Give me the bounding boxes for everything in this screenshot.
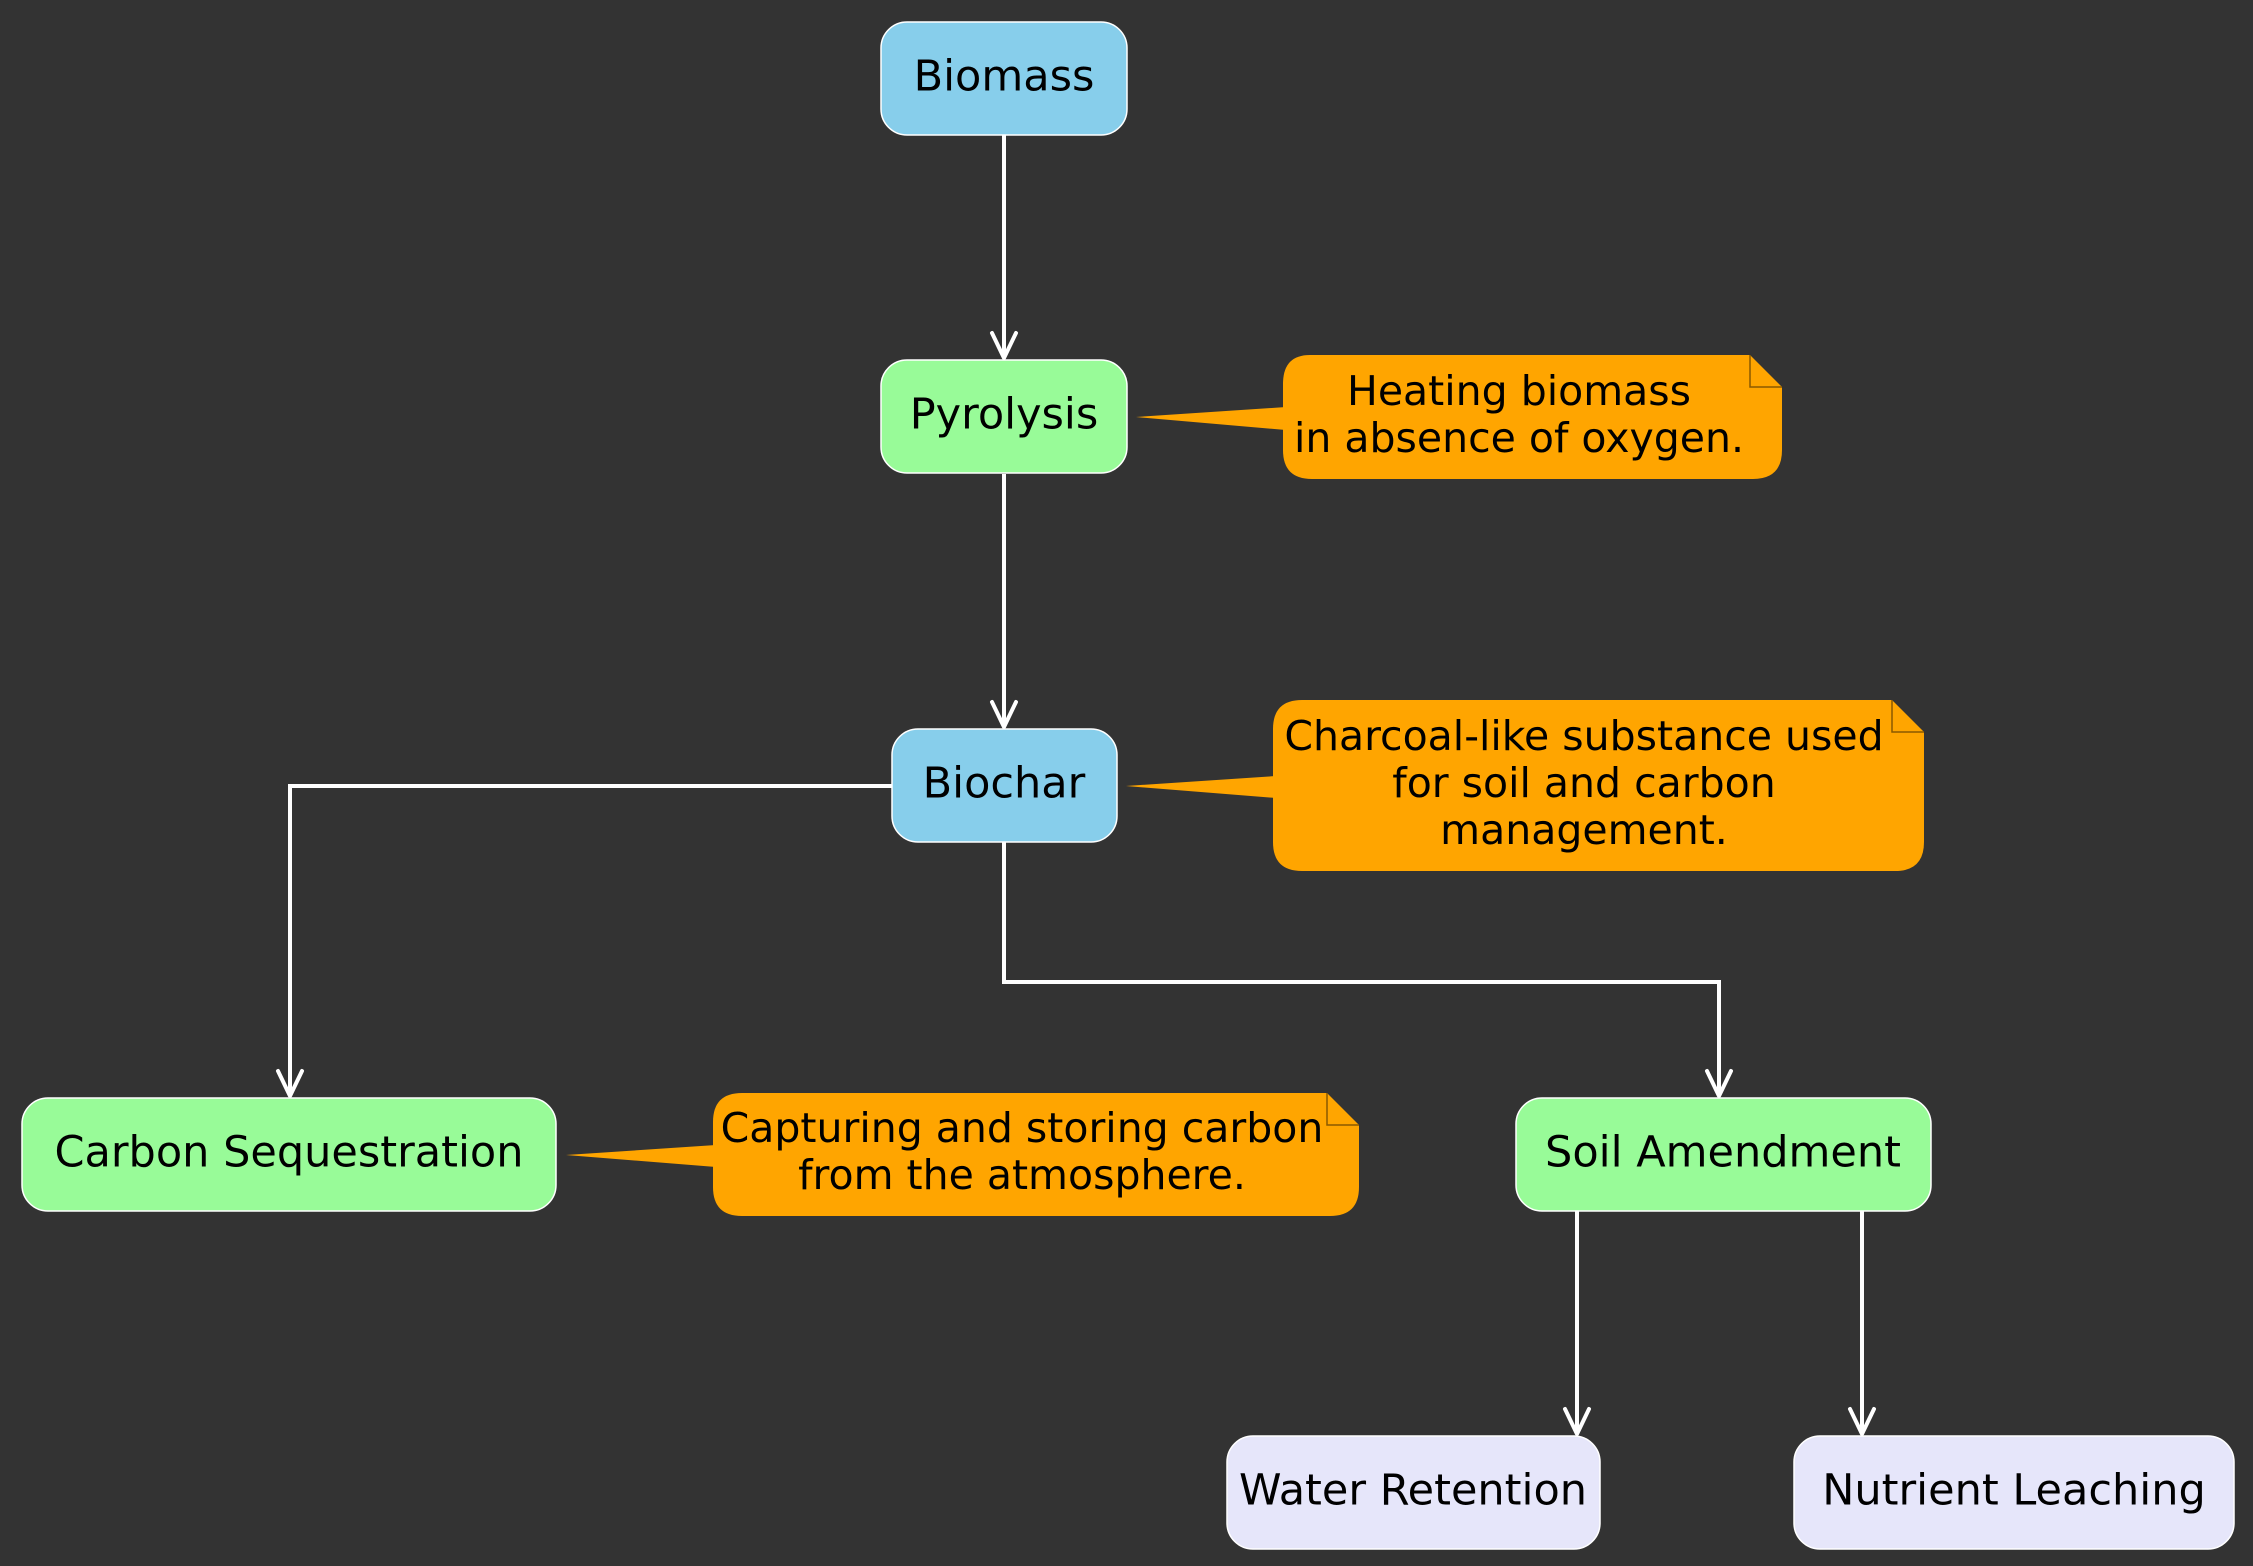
edge-biochar-carbon-sequestration [288,784,892,1094]
node-pyrolysis[interactable]: Pyrolysis [880,359,1128,474]
arrowhead-water-retention [1563,1407,1591,1436]
note-carbon-sequestration: Capturing and storing carbon from the at… [566,1093,1359,1216]
node-soil-amendment[interactable]: Soil Amendment [1515,1097,1932,1212]
arrowhead-soil-amendment [1705,1069,1733,1098]
node-water-retention-label: Water Retention [1239,1466,1587,1516]
node-biomass-label: Biomass [914,52,1095,102]
node-carbon-sequestration[interactable]: Carbon Sequestration [21,1097,557,1212]
note-carbon-sequestration-line-2: from the atmosphere. [798,1151,1246,1199]
note-pyrolysis: Heating biomass in absence of oxygen. [1136,355,1782,479]
node-water-retention[interactable]: Water Retention [1226,1435,1601,1550]
node-carbon-sequestration-label: Carbon Sequestration [55,1128,524,1178]
arrowhead-biochar [990,700,1018,729]
node-soil-amendment-label: Soil Amendment [1545,1128,1901,1178]
arrowhead-nutrient-leaching [1848,1407,1876,1436]
notes: Heating biomass in absence of oxygen. Ch… [566,355,1924,1216]
node-nutrient-leaching-label: Nutrient Leaching [1822,1466,2206,1516]
edge-biochar-soil-amendment [1002,842,1721,1094]
node-pyrolysis-label: Pyrolysis [910,390,1099,440]
nodes: Biomass Pyrolysis Biochar Carbon Sequest… [21,21,2235,1550]
note-biochar-line-2: for soil and carbon [1392,759,1775,807]
note-pyrolysis-line-1: Heating biomass [1347,367,1691,415]
arrowhead-carbon-sequestration [276,1069,304,1098]
note-biochar-line-1: Charcoal-like substance used [1284,712,1883,760]
node-biochar-label: Biochar [923,759,1086,809]
node-biomass[interactable]: Biomass [880,21,1128,136]
node-nutrient-leaching[interactable]: Nutrient Leaching [1793,1435,2235,1550]
arrowhead-pyrolysis [990,331,1018,360]
node-biochar[interactable]: Biochar [891,728,1118,843]
edges [276,135,1876,1436]
note-biochar-line-3: management. [1440,806,1728,854]
note-biochar: Charcoal-like substance used for soil an… [1126,700,1924,871]
note-pyrolysis-line-2: in absence of oxygen. [1294,414,1744,462]
note-carbon-sequestration-line-1: Capturing and storing carbon [721,1104,1324,1152]
